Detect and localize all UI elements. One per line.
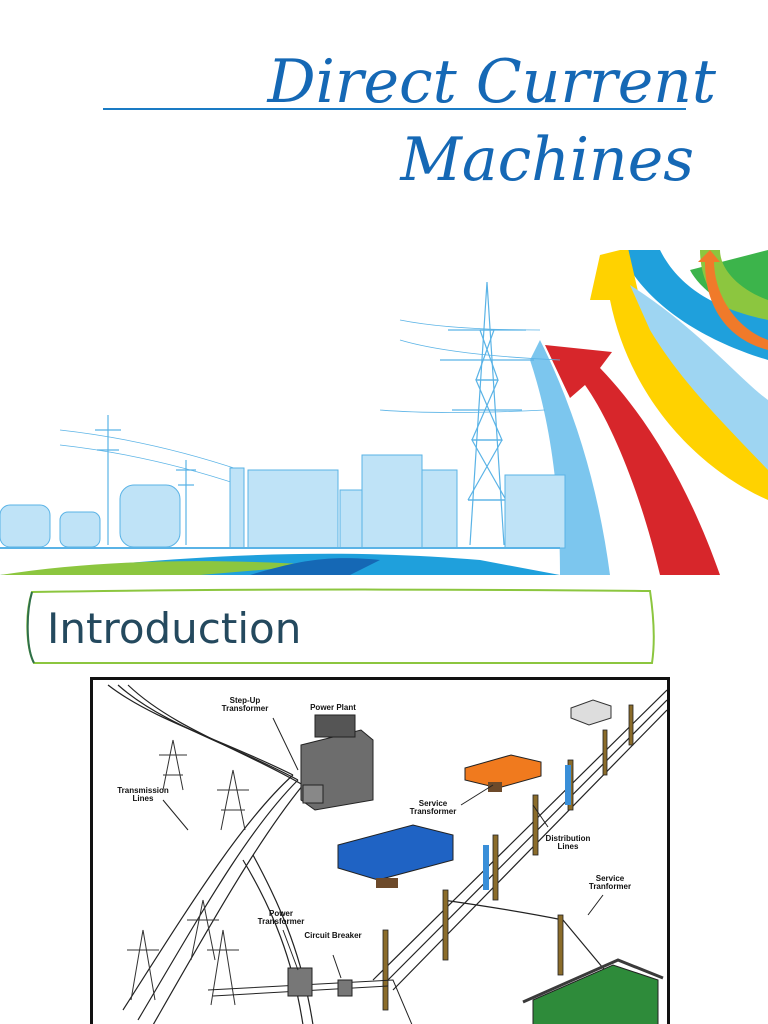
lightblue-swoosh xyxy=(630,285,768,470)
green-house xyxy=(522,958,664,1024)
label-transmission-lines: Transmission Lines xyxy=(117,786,169,804)
pole-transformer-1 xyxy=(565,765,571,805)
title-underline xyxy=(103,108,686,110)
factory-buildings-graphic xyxy=(0,454,566,549)
blue-building xyxy=(337,824,454,888)
transmission-towers xyxy=(127,739,249,1006)
title-slide: Direct Current Machines xyxy=(0,47,768,575)
label-step-up-transformer: Step-Up Transformer xyxy=(221,696,269,714)
distribution-drawing xyxy=(107,684,667,1024)
substation-fence xyxy=(207,967,413,1024)
label-circuit-breaker: Circuit Breaker xyxy=(304,931,362,940)
blue-swoosh xyxy=(620,250,768,360)
label-service-transformer-1: Service Transformer xyxy=(409,799,457,817)
title-line-1: Direct Current xyxy=(267,47,716,117)
section-heading: Introduction xyxy=(47,604,302,653)
orange-arrow xyxy=(698,250,768,350)
yellow-arrow xyxy=(590,250,768,500)
label-service-tranformer-2: Service Tranformer xyxy=(588,874,632,892)
orange-building xyxy=(464,754,542,792)
power-plant-building xyxy=(300,714,374,811)
skyline-graphic xyxy=(59,281,561,546)
label-power-transformer: Power Transformer xyxy=(257,909,305,927)
label-power-plant: Power Plant xyxy=(310,703,356,712)
title-line-2: Machines xyxy=(400,125,694,195)
sky-swoosh xyxy=(530,340,610,575)
pole-transformer-2 xyxy=(483,845,489,890)
power-distribution-diagram: Step-Up Transformer Power Plant Transmis… xyxy=(90,677,670,1024)
small-house xyxy=(570,699,612,726)
red-arrow xyxy=(545,345,720,575)
lightgreen-swoosh xyxy=(700,250,768,335)
section-header-frame xyxy=(26,588,655,665)
power-skyline-illustration xyxy=(0,250,768,575)
swoosh-arrows-graphic xyxy=(530,250,768,575)
ground-swoosh-green xyxy=(0,561,320,575)
label-distribution-lines: Distribution Lines xyxy=(545,834,591,852)
label-pointers xyxy=(162,717,604,979)
ground-swoosh-dark xyxy=(250,558,380,575)
